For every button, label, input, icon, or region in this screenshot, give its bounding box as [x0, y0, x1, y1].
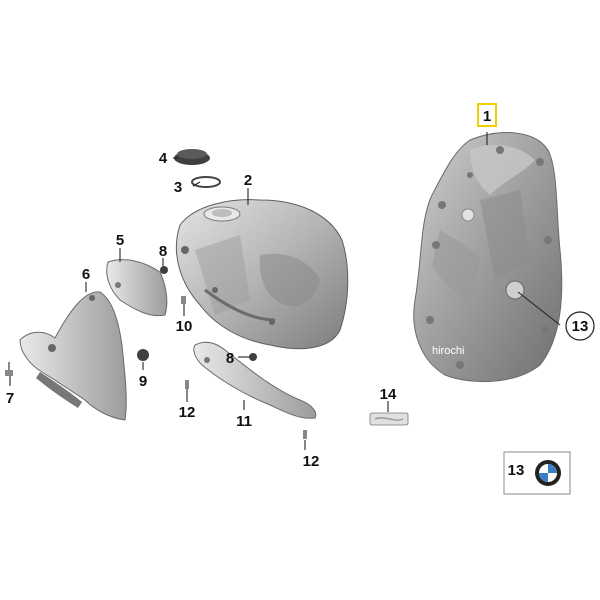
- callout-6[interactable]: 6: [82, 266, 90, 283]
- callout-12-lower[interactable]: 12: [303, 453, 320, 470]
- highlight-box: [477, 103, 497, 127]
- screw-part-12-upper: [185, 380, 189, 389]
- callout-8-lower[interactable]: 8: [226, 350, 234, 367]
- nut-part-lower: [249, 353, 257, 361]
- lower-trim-part: [193, 341, 317, 419]
- callout-4[interactable]: 4: [159, 150, 168, 167]
- callout-5[interactable]: 5: [116, 232, 124, 249]
- side-panel-part: [19, 291, 127, 421]
- callout-12-upper[interactable]: 12: [179, 404, 196, 421]
- grommet-part: [137, 349, 149, 361]
- upper-trim-part: [106, 259, 168, 317]
- inset-box[interactable]: 13: [503, 451, 571, 495]
- callout-9[interactable]: 9: [139, 373, 147, 390]
- callout-14[interactable]: 14: [380, 386, 397, 403]
- screw-part-12-lower: [303, 430, 307, 439]
- callout-3[interactable]: 3: [174, 179, 182, 196]
- bolt-part-10: [181, 296, 186, 304]
- nut-part-upper: [160, 266, 168, 274]
- callout-10[interactable]: 10: [176, 318, 193, 335]
- filler-cap-part: [174, 149, 210, 165]
- leader-lines: [9, 132, 561, 450]
- callout-2[interactable]: 2: [244, 172, 252, 189]
- fuel-tank-part: [176, 199, 349, 350]
- inset-callout-13: 13: [508, 462, 525, 479]
- callout-11[interactable]: 11: [236, 413, 252, 430]
- callout-1[interactable]: 1: [483, 108, 491, 125]
- bmw-roundel-icon: [535, 460, 561, 486]
- screw-part-7: [5, 362, 13, 376]
- emblem-plate-part: [369, 412, 409, 426]
- callout-7[interactable]: 7: [6, 390, 14, 407]
- o-ring-part: [191, 176, 221, 188]
- callout-13-circle[interactable]: [565, 311, 595, 341]
- callout-13[interactable]: 13: [572, 318, 589, 335]
- callout-8-upper[interactable]: 8: [159, 243, 167, 260]
- tank-cover-part: [413, 132, 563, 382]
- watermark: hirochi: [432, 345, 464, 357]
